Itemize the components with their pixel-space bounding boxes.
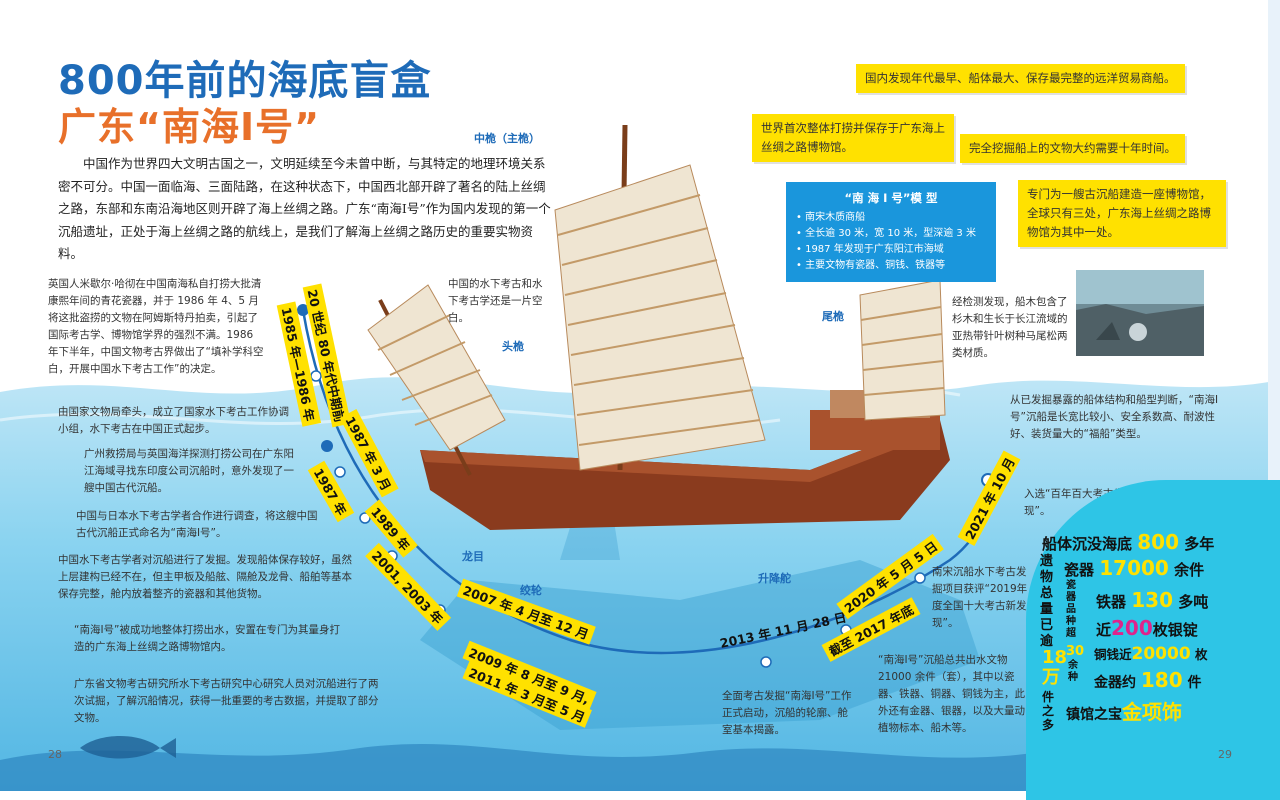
- stat-sunk-label: 船体沉没海底: [1042, 535, 1133, 553]
- stat-porcelain-kinds-label: 瓷器品种超: [1066, 580, 1076, 639]
- stat-silver: 近200枚银锭: [1096, 616, 1198, 640]
- note-2019: 南宋沉船水下考古发掘项目获评“2019年度全国十大考古新发现”。: [932, 566, 1028, 629]
- underwater-note: 中国的水下考古和水下考古学还是一片空白。: [448, 278, 543, 324]
- stat-sunk-num: 800: [1137, 530, 1179, 554]
- stat-porcelain-kinds-unit: 余种: [1068, 660, 1078, 683]
- label-bow-mast: 头桅: [502, 340, 524, 353]
- model-line-1: • 南宋木质商船: [796, 212, 866, 223]
- stat-iron-unit: 多吨: [1178, 593, 1209, 611]
- page-title: 800年前的海底盲盒: [58, 58, 432, 104]
- intro-paragraph: 中国作为世界四大文明古国之一，文明延续至今未曾中断，与其特定的地理环境关系密不可…: [58, 156, 551, 261]
- wreck-photo: [1076, 270, 1204, 356]
- note-2: 由国家文物局牵头，成立了国家水下考古工作协调小组，水下考古在中国正式起步。: [58, 406, 289, 435]
- note-relics: “南海Ⅰ号”沉船总共出水文物 21000 余件（套），其中以瓷器、铁器、铜器、铜…: [878, 654, 1025, 734]
- stats-panel: [1026, 480, 1280, 800]
- page-subtitle: 广东“南海I号”: [58, 105, 321, 149]
- stat-porcelain: 瓷器 17000 余件: [1064, 556, 1204, 580]
- page-number-left: 28: [48, 748, 62, 761]
- note-6: “南海Ⅰ号”被成功地整体打捞出水，安置在专门为其量身打造的广东海上丝绸之路博物馆…: [74, 624, 340, 653]
- label-main-mast: 中桅（主桅）: [474, 132, 540, 145]
- stat-sunk: 船体沉没海底 800 多年: [1042, 530, 1214, 554]
- note-5: 中国水下考古学者对沉船进行了发掘。发现船体保存较好，虽然上层建构已经不在，但主甲…: [58, 554, 352, 600]
- fact-box-2: 世界首次整体打捞并保存于广东海上丝绸之路博物馆。: [752, 114, 954, 162]
- model-line-3: • 1987 年发现于广东阳江市海域: [796, 244, 944, 255]
- note-4: 中国与日本水下考古学者合作进行调查，将这艘中国古代沉船正式命名为“南海Ⅰ号”。: [76, 510, 318, 539]
- stat-silver-label: 近: [1096, 621, 1112, 639]
- stat-relics-label: 遗物总量已逾: [1040, 554, 1054, 649]
- label-keel: 龙目: [462, 550, 484, 563]
- stat-gold-label: 金器约: [1094, 675, 1136, 691]
- note-1: 英国人米歇尔·哈彻在中国南海私自打捞大批清康熙年间的青花瓷器，并于 1986 年…: [48, 278, 264, 375]
- stat-silver-num: 200: [1111, 616, 1153, 640]
- stat-treasure: 镇馆之宝金项饰: [1066, 696, 1182, 725]
- stat-gold-unit: 件: [1187, 675, 1202, 691]
- note-ship-type: 从已发掘暴露的船体结构和船型判断，“南海Ⅰ号”沉船是长宽比较小、安全系数高、耐波…: [1010, 394, 1219, 440]
- stat-sunk-unit: 多年: [1184, 535, 1215, 553]
- stat-silver-unit: 枚银锭: [1152, 621, 1198, 639]
- stat-treasure-value: 金项饰: [1122, 700, 1182, 724]
- label-rudder: 绞轮: [520, 584, 542, 597]
- note-excavation: 全面考古发掘“南海Ⅰ号”工作正式启动，沉船的轮廓、舱室基本揭露。: [722, 690, 852, 736]
- stat-treasure-label: 镇馆之宝: [1066, 707, 1122, 723]
- label-lift-rudder: 升降舵: [758, 572, 791, 585]
- fact-box-1: 国内发现年代最早、船体最大、保存最完整的远洋贸易商船。: [856, 64, 1185, 93]
- stat-porcelain-unit: 余件: [1174, 561, 1205, 579]
- note-3: 广州救捞局与英国海洋探测打捞公司在广东阳江海域寻找东印度公司沉船时，意外发现了一…: [84, 448, 294, 494]
- stat-iron: 铁器 130 多吨: [1096, 588, 1208, 612]
- stat-coins-num: 20000: [1131, 644, 1191, 664]
- note-7: 广东省文物考古研究所水下考古研究中心研究人员对沉船进行了两次试掘，了解沉船情况，…: [74, 678, 379, 724]
- fact-box-3: 完全挖掘船上的文物大约需要十年时间。: [960, 134, 1185, 163]
- stat-coins-label: 铜钱近: [1094, 647, 1132, 662]
- stat-gold-num: 180: [1140, 668, 1183, 692]
- fact-box-4: 专门为一艘古沉船建造一座博物馆，全球只有三处，广东海上丝绸之路博物馆为其中一处。: [1018, 180, 1226, 247]
- stat-iron-label: 铁器: [1096, 593, 1127, 611]
- stat-relics-num: 18万: [1042, 647, 1068, 688]
- model-line-2: • 全长逾 30 米，宽 10 米，型深逾 3 米: [796, 228, 976, 239]
- model-info-box: “南 海 Ⅰ 号”模 型 • 南宋木质商船 • 全长逾 30 米，宽 10 米，…: [786, 182, 996, 282]
- model-title: “南 海 Ⅰ 号”模 型: [844, 191, 938, 205]
- stat-gold: 金器约 180 件: [1094, 668, 1202, 692]
- stat-iron-num: 130: [1131, 588, 1173, 612]
- stat-coins: 铜钱近20000 枚: [1094, 644, 1208, 664]
- label-stern-mast: 尾桅: [822, 310, 844, 323]
- note-wood: 经检测发现，船木包含了杉木和生长于长江流域的亚热带针叶树种马尾松两类材质。: [952, 296, 1068, 359]
- ship-illustration: [367, 124, 950, 530]
- page-number-right: 29: [1218, 748, 1232, 761]
- model-line-4: • 主要文物有瓷器、铜钱、铁器等: [796, 260, 946, 271]
- stat-coins-unit: 枚: [1195, 647, 1208, 662]
- stat-relics-unit: 件之多: [1042, 690, 1055, 732]
- stat-porcelain-label: 瓷器: [1064, 561, 1095, 579]
- stat-porcelain-kinds-num: 30: [1066, 644, 1085, 659]
- stat-porcelain-num: 17000: [1099, 556, 1169, 580]
